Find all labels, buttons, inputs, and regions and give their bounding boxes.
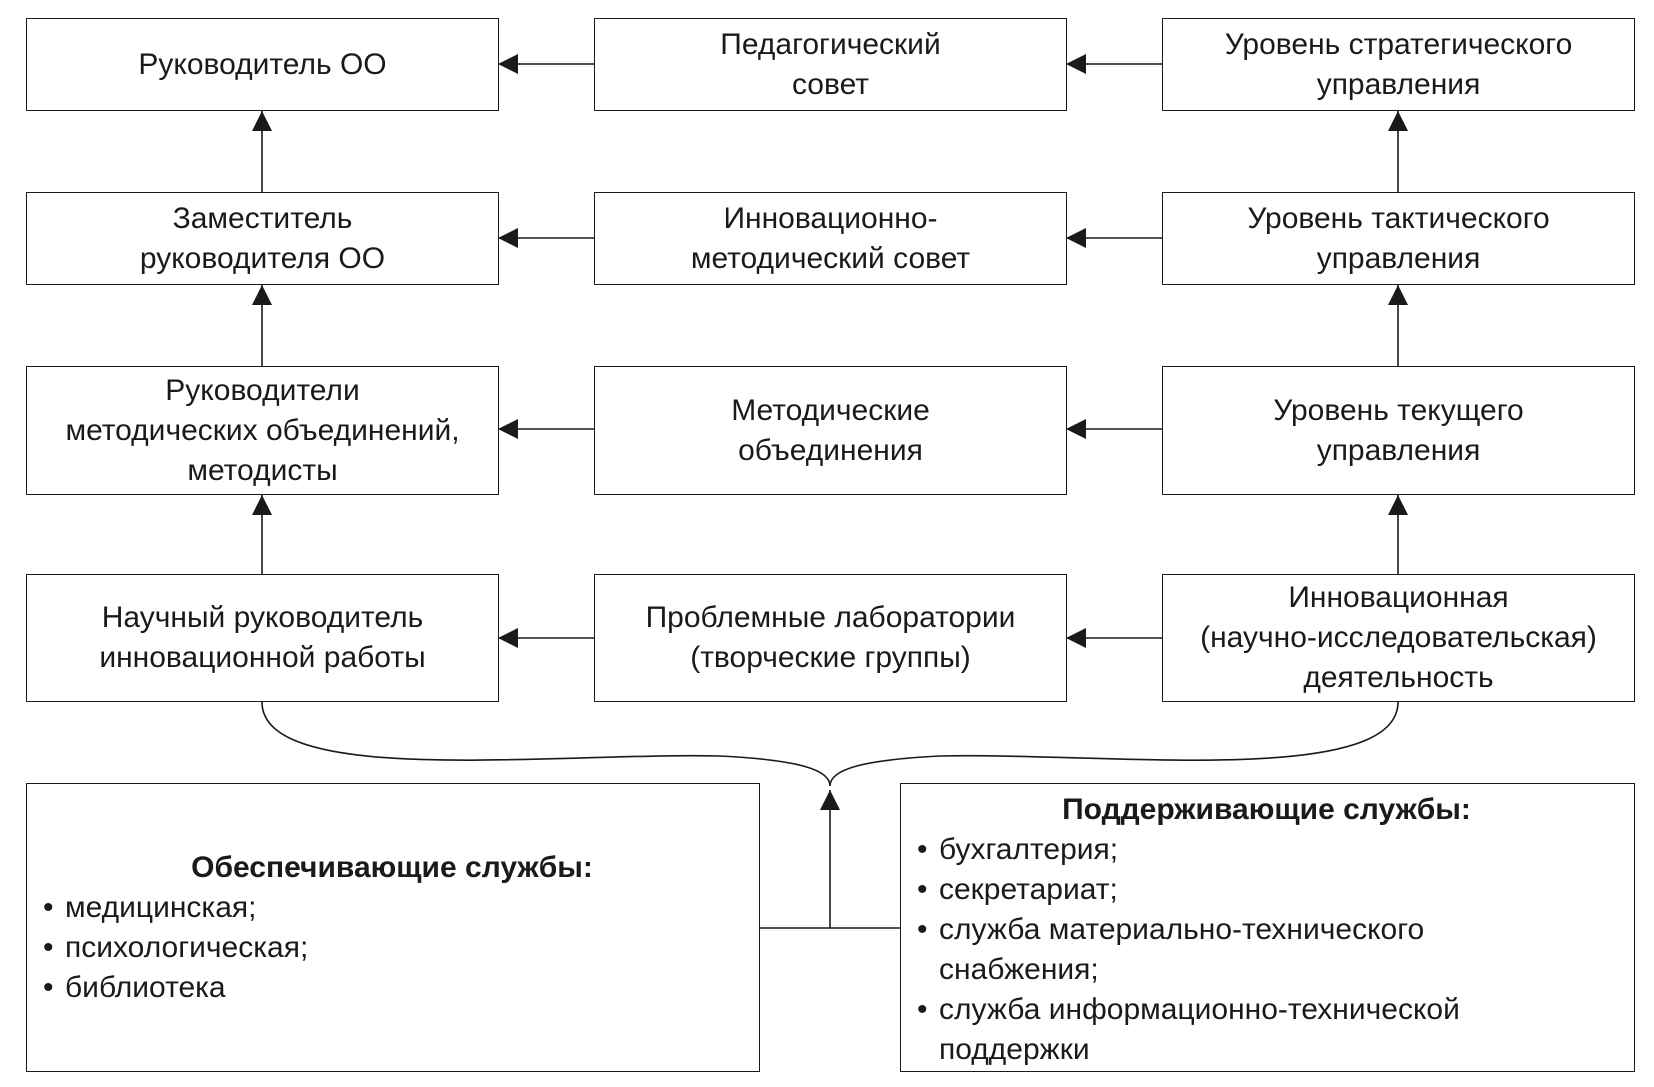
box-text-line: Заместитель [172,201,353,235]
box-text-line: Уровень текущего [1273,393,1524,427]
box-text-line: управления [1316,67,1481,101]
box-current-level: Уровень текущего управления [1162,366,1635,495]
box-text-line: (научно-исследовательская) [1200,621,1597,654]
box-text-line: Методические [731,393,930,427]
list-item: бухгалтерия; [911,830,1622,870]
box-text-line: методисты [187,453,338,487]
box-text-line: методический совет [690,241,971,275]
list-item: секретариат; [911,870,1622,910]
box-innovation-activity: Инновационная (научно-исследовательская)… [1162,574,1635,702]
box-text-line: Педагогический [720,27,941,61]
box-scientific-supervisor: Научный руководитель инновационной работ… [26,574,499,702]
box-text-line: Инновационно- [723,201,938,235]
box-innovation-methodical-council: Инновационно- методический совет [594,192,1067,285]
list-item-line: служба материально-технического [939,913,1425,946]
box-text-line: Руководители [165,373,360,407]
box-text-line: методических объединений, [65,413,460,447]
box-text-line: Уровень стратегического [1224,27,1573,61]
list-item-line: служба информационно-технической [939,993,1460,1026]
box-head-of-organization: Руководитель ОО [26,18,499,111]
box-text-line: Уровень тактического [1247,201,1550,235]
box-pedagogical-council: Педагогический совет [594,18,1067,111]
box-problem-laboratories: Проблемные лаборатории (творческие групп… [594,574,1067,702]
box-methodical-unions: Методические объединения [594,366,1067,495]
list-item: медицинская; [37,888,747,928]
list-item: психологическая; [37,928,747,968]
box-text-line: Инновационная [1288,581,1509,614]
box-text-line: деятельность [1303,661,1494,694]
box-text-line: Руководитель ОО [138,47,387,81]
brace-connector [261,701,1399,787]
box-heads-of-methodical-unions: Руководители методических объединений, м… [26,366,499,495]
list-item-line: снабжения; [939,953,1099,986]
list-item: библиотека [37,968,747,1008]
box-provision-services: Обеспечивающие службы: медицинская; псих… [26,783,760,1072]
box-text-line: инновационной работы [99,641,426,674]
box-text-line: Проблемные лаборатории [645,601,1016,634]
box-support-services: Поддерживающие службы: бухгалтерия; секр… [900,783,1635,1072]
box-tactical-level: Уровень тактического управления [1162,192,1635,285]
box-text-line: Научный руководитель [101,601,424,634]
box-text-line: объединения [738,433,923,467]
support-services-title: Поддерживающие службы: [1062,793,1471,826]
box-text-line: руководителя ОО [139,241,386,275]
support-services-list: бухгалтерия; секретариат; служба материа… [911,830,1622,1070]
provision-services-title: Обеспечивающие службы: [191,850,593,884]
box-strategic-level: Уровень стратегического управления [1162,18,1635,111]
provision-services-list: медицинская; психологическая; библиотека [37,888,747,1008]
box-deputy-head: Заместитель руководителя ОО [26,192,499,285]
box-text-line: совет [791,67,870,101]
list-item-line: поддержки [939,1033,1090,1066]
box-text-line: (творческие группы) [690,641,971,674]
box-text-line: управления [1316,241,1481,275]
list-item: служба материально-технического снабжени… [911,910,1622,990]
box-text-line: управления [1316,433,1481,467]
list-item: служба информационно-технической поддерж… [911,990,1622,1070]
